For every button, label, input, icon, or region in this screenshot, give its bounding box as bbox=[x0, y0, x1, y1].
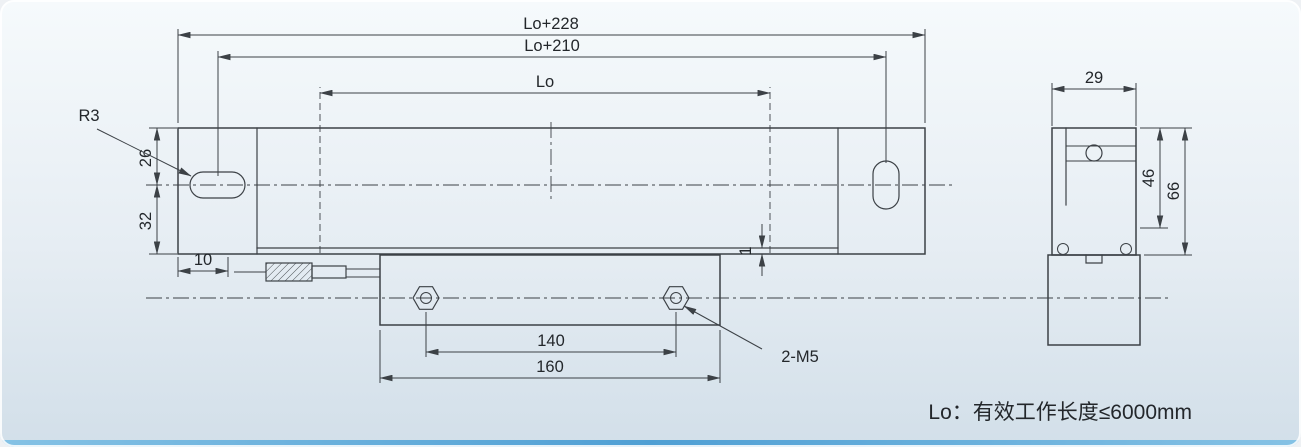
dim-lo-228-extension-lines bbox=[177, 29, 926, 123]
dim-26-label: 26 bbox=[137, 149, 155, 167]
dim-1-label: 1 bbox=[737, 246, 755, 255]
dim-32: 32 bbox=[137, 184, 177, 255]
cable-assembly bbox=[234, 262, 380, 282]
left-hex-bolt-center bbox=[420, 292, 432, 304]
dim-1: 1 bbox=[737, 224, 766, 276]
dim-lo-228-label: Lo+228 bbox=[523, 15, 579, 33]
dim-32-label: 32 bbox=[137, 212, 155, 230]
scale-body-outline bbox=[177, 127, 926, 255]
dim-140: 140 bbox=[425, 312, 677, 357]
r3-leader-line bbox=[96, 128, 192, 177]
r3-label: R3 bbox=[78, 107, 99, 125]
callout-r3: R3 bbox=[78, 107, 192, 177]
callout-2-m5: 2-M5 bbox=[683, 305, 819, 366]
dim-lo-210-label: Lo+210 bbox=[524, 37, 580, 55]
reader-head bbox=[379, 254, 721, 326]
dim-29-label: 29 bbox=[1085, 69, 1103, 87]
dim-160-extension-lines bbox=[379, 330, 721, 383]
side-view-head bbox=[1047, 254, 1141, 346]
dim-lo-210: Lo+210 bbox=[217, 37, 887, 176]
bottom-accent-bar bbox=[0, 440, 1301, 447]
dim-lo: Lo bbox=[319, 73, 771, 253]
cable-strain-relief bbox=[265, 262, 313, 282]
dim-lo-extension-lines bbox=[319, 87, 771, 253]
working-length-note: Lo：有效工作长度≤6000mm bbox=[928, 401, 1192, 424]
left-hex-bolt bbox=[412, 286, 440, 310]
right-hex-bolt bbox=[662, 286, 690, 310]
cable-ferrule bbox=[311, 265, 347, 279]
dim-160: 160 bbox=[379, 330, 721, 383]
dim-140-label: 140 bbox=[537, 332, 565, 350]
side-head-notch bbox=[1085, 254, 1103, 264]
dim-160-label: 160 bbox=[536, 358, 564, 376]
dim-26: 26 bbox=[137, 127, 177, 186]
side-view: 29 46 66 bbox=[1047, 69, 1192, 346]
dim-29: 29 bbox=[1051, 69, 1137, 126]
scale-body bbox=[177, 127, 926, 255]
right-hex-bolt-center bbox=[670, 292, 682, 304]
front-view: Lo+228 Lo+210 Lo 26 bbox=[78, 15, 1168, 383]
reader-head-outline bbox=[379, 254, 721, 326]
dim-lo-228: Lo+228 bbox=[177, 15, 926, 123]
m5-label: 2-M5 bbox=[781, 348, 819, 366]
m5-leader-line bbox=[683, 305, 763, 350]
dim-66-label: 66 bbox=[1165, 182, 1183, 200]
side-screw-head bbox=[1085, 144, 1103, 162]
side-head-outline bbox=[1047, 254, 1141, 346]
dim-10: 10 bbox=[177, 251, 229, 277]
dim-lo-label: Lo bbox=[536, 73, 554, 91]
dim-lo-210-extension-lines bbox=[217, 51, 887, 176]
dim-46-label: 46 bbox=[1140, 169, 1158, 187]
dim-66: 66 bbox=[1144, 127, 1192, 256]
dim-10-label: 10 bbox=[194, 251, 212, 269]
